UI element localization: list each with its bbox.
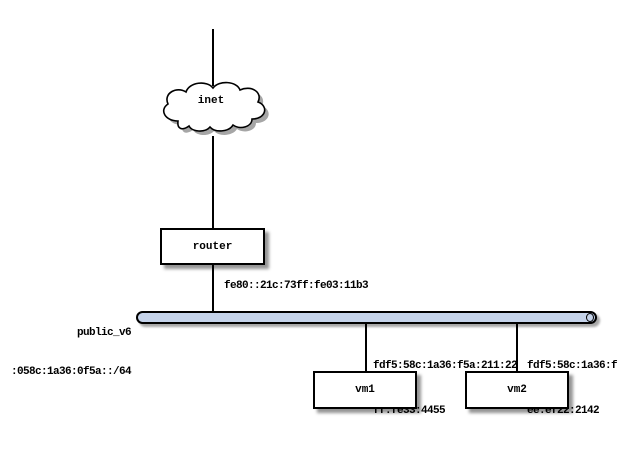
inet-cloud: inet xyxy=(156,79,272,143)
vm2-address-line1: fdf5:58c:1a36:f xyxy=(527,360,618,372)
cloud-icon xyxy=(162,81,269,136)
network-bus xyxy=(136,311,597,324)
inet-label: inet xyxy=(197,95,225,107)
router-label: router xyxy=(192,240,233,253)
edge-router-network xyxy=(212,265,214,312)
vm1-label: vm1 xyxy=(355,384,375,396)
bus-endcap-icon xyxy=(586,313,594,322)
network-label: public_v6 :058c:1a36:0f5a::/64 xyxy=(0,301,132,405)
edge-inet-router xyxy=(212,136,214,228)
network-prefix: :058c:1a36:0f5a::/64 xyxy=(10,366,132,378)
router-node: router xyxy=(160,228,265,265)
edge-network-vm2 xyxy=(516,324,518,371)
vm2-node: vm2 xyxy=(465,371,569,409)
router-interface-address: fe80::21c:73ff:fe03:11b3 xyxy=(224,280,369,292)
vm1-address-line1: fdf5:58c:1a36:f5a:211:22 xyxy=(373,360,518,372)
edge-uplink xyxy=(212,29,214,86)
vm2-label: vm2 xyxy=(507,384,527,396)
edge-network-vm1 xyxy=(365,324,367,371)
vm1-node: vm1 xyxy=(313,371,417,409)
network-name: public_v6 xyxy=(76,327,132,339)
